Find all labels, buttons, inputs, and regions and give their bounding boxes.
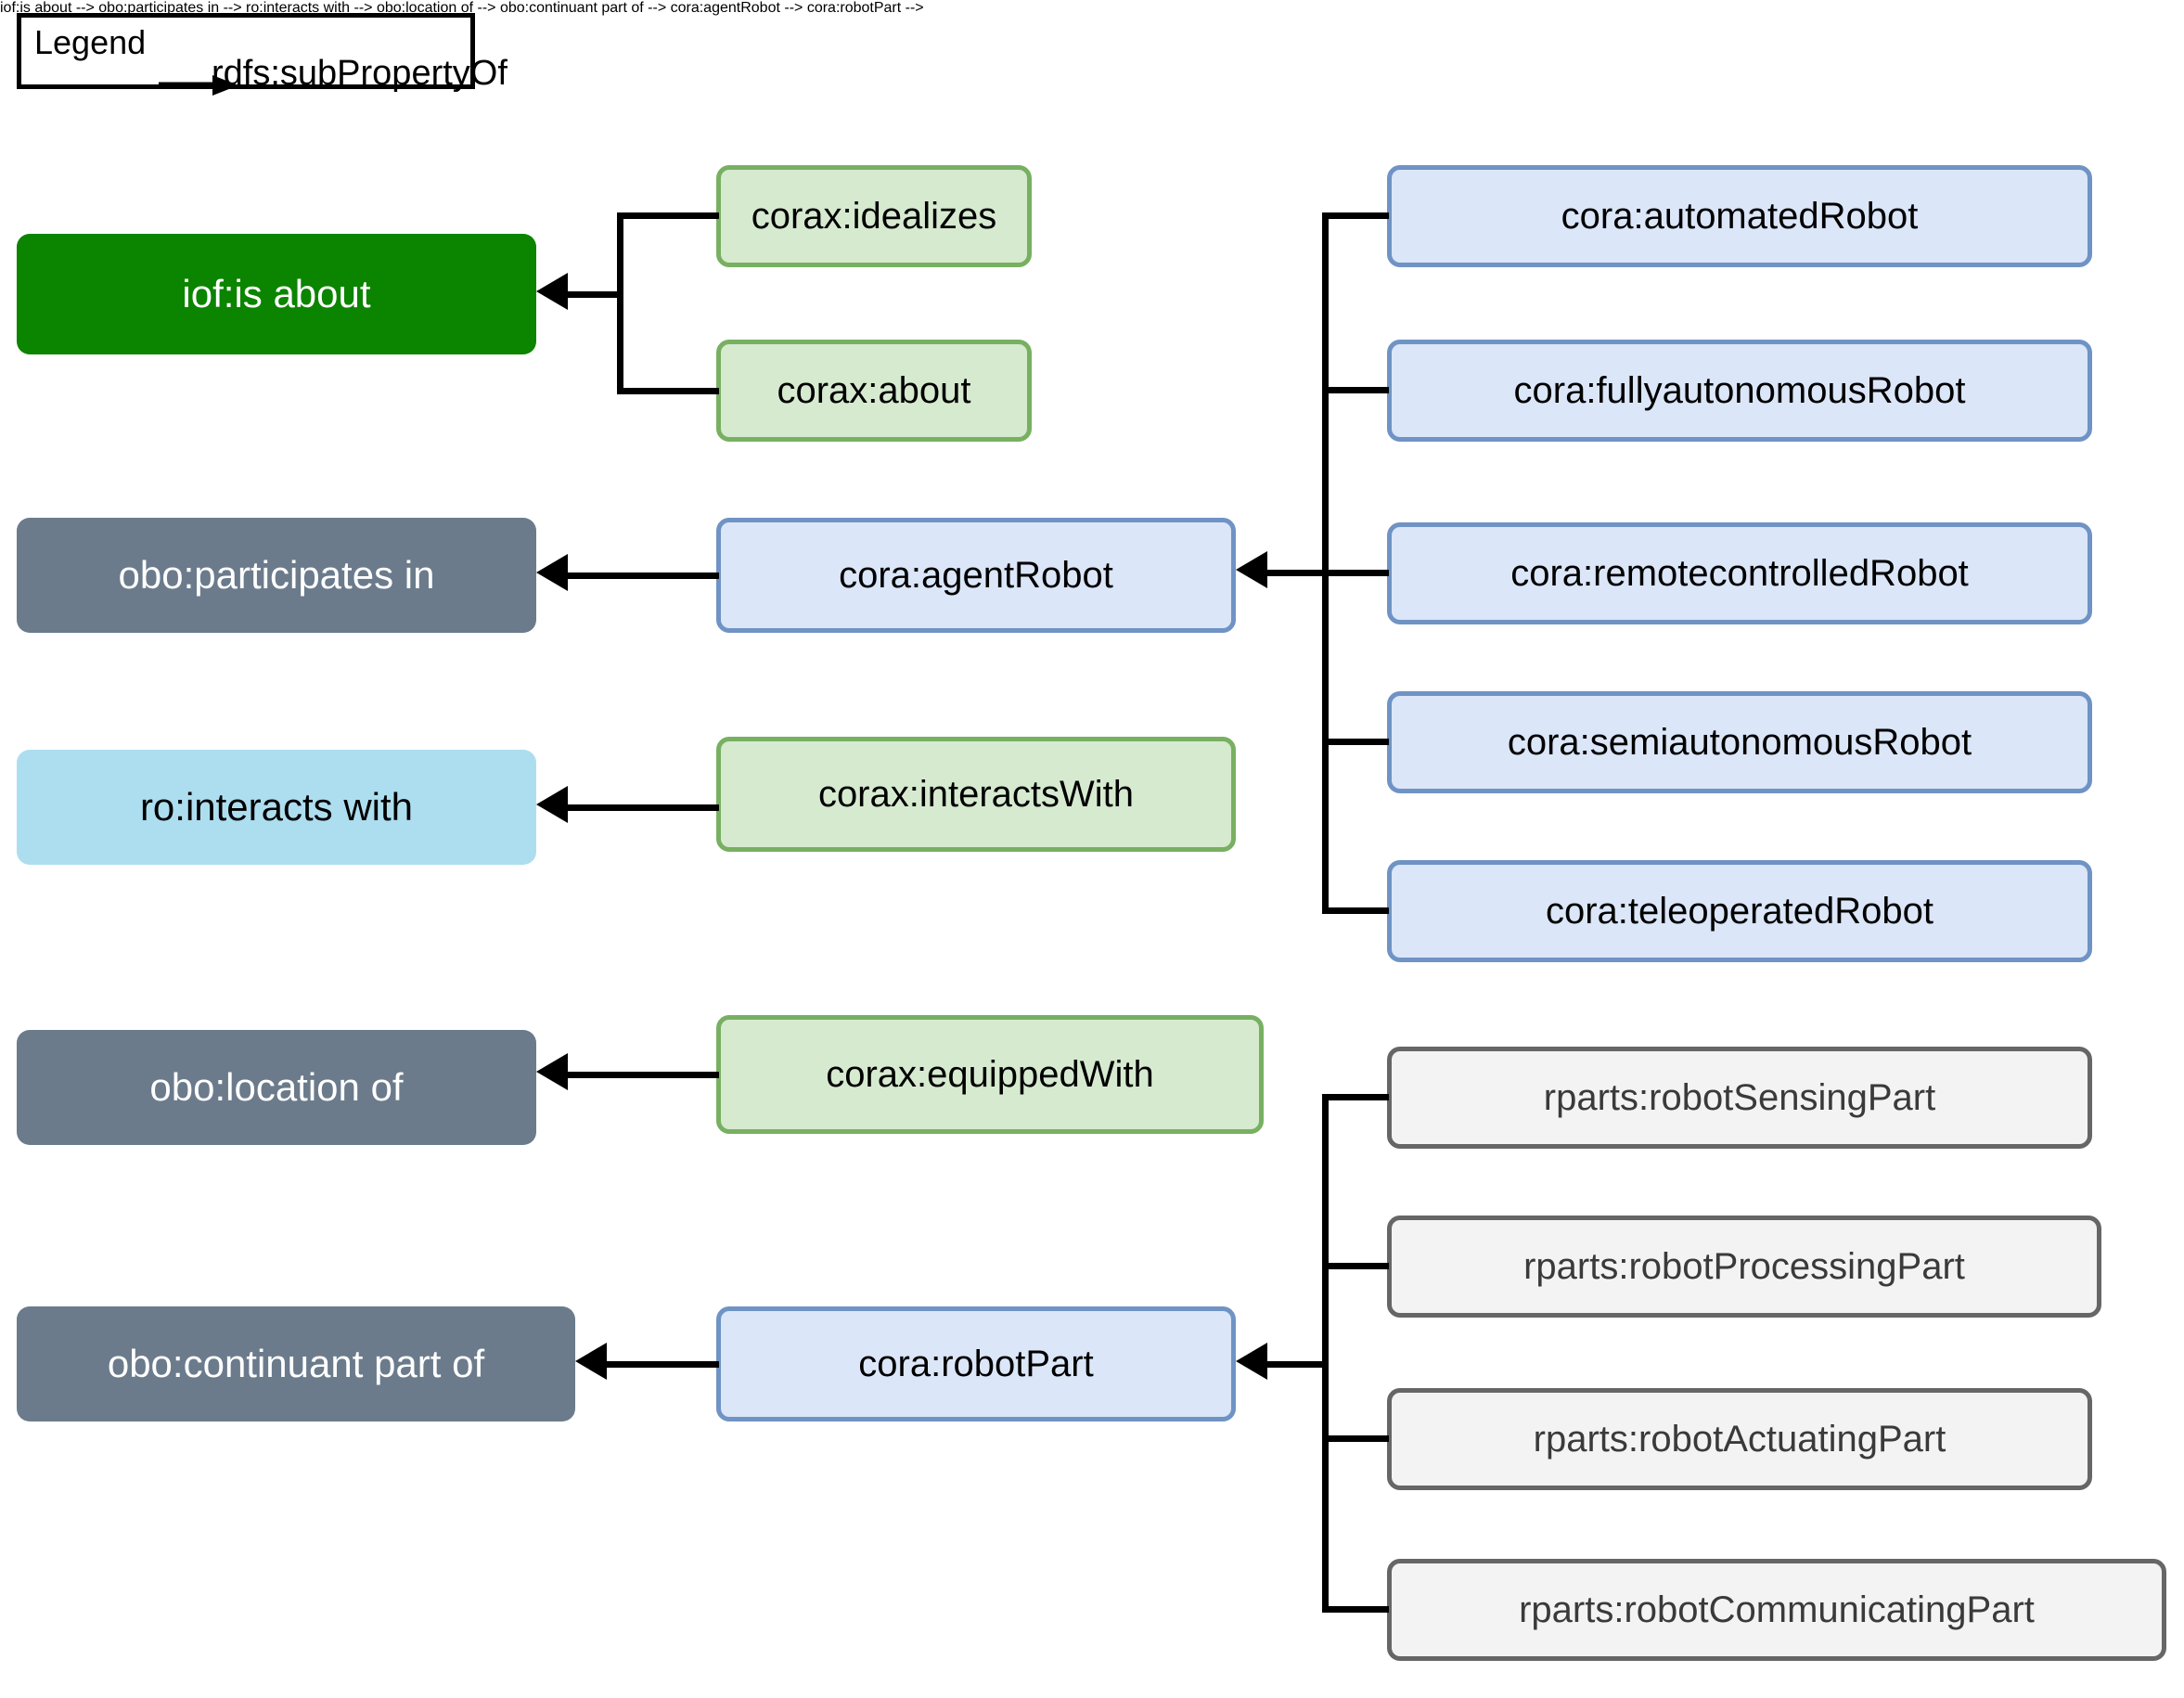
node-obo-continuant-part-of[interactable]: obo:continuant part of	[17, 1306, 575, 1421]
edge-agentrobot-to-participates	[568, 572, 719, 579]
node-label: corax:idealizes	[751, 196, 997, 237]
node-label: cora:teleoperatedRobot	[1545, 891, 1934, 932]
edge-parts-to-robotpart	[1267, 1361, 1325, 1368]
node-cora-fullyautonomousrobot[interactable]: cora:fullyautonomousRobot	[1387, 340, 2092, 442]
edge-about-spine	[617, 212, 623, 394]
edge-robot-parts-spine	[1322, 1094, 1329, 1613]
node-cora-automatedrobot[interactable]: cora:automatedRobot	[1387, 165, 2092, 267]
edge-robot-subclasses-spine	[1322, 212, 1329, 914]
node-cora-semiautonomousrobot[interactable]: cora:semiautonomousRobot	[1387, 691, 2092, 793]
legend-box: Legend rdfs:subPropertyOf	[17, 13, 507, 96]
edge-fullyautonomousrobot-stub	[1322, 387, 1389, 393]
arrowhead-ro-interacts-with	[536, 786, 568, 823]
node-label: rparts:robotCommunicatingPart	[1519, 1589, 2035, 1630]
arrowhead-obo-continuant-part-of	[575, 1343, 607, 1380]
node-label: rparts:robotActuatingPart	[1533, 1419, 1946, 1460]
edge-robotsensingpart-stub	[1322, 1094, 1389, 1100]
edge-robotprocessingpart-stub	[1322, 1263, 1389, 1269]
edge-teleoperatedrobot-stub	[1322, 907, 1389, 914]
node-label: corax:interactsWith	[817, 774, 1135, 815]
node-label: ro:interacts with	[139, 784, 414, 829]
arrowhead-obo-participates-in	[536, 554, 568, 591]
node-cora-teleoperatedrobot[interactable]: cora:teleoperatedRobot	[1387, 860, 2092, 962]
node-label: cora:automatedRobot	[1561, 196, 1919, 237]
node-cora-remotecontrolledrobot[interactable]: cora:remotecontrolledRobot	[1387, 522, 2092, 624]
edge-equippedwith-to-locationof	[568, 1072, 719, 1078]
edge-semiautonomousrobot-stub	[1322, 739, 1389, 745]
node-obo-location-of[interactable]: obo:location of	[17, 1030, 536, 1145]
node-cora-robotpart[interactable]: cora:robotPart	[716, 1306, 1236, 1421]
node-label: rparts:robotProcessingPart	[1523, 1246, 1965, 1287]
node-cora-agentrobot[interactable]: cora:agentRobot	[716, 518, 1236, 633]
node-label: obo:location of	[149, 1064, 404, 1109]
node-label: iof:is about	[182, 271, 371, 315]
node-label: rparts:robotSensingPart	[1543, 1077, 1936, 1118]
node-label: corax:equippedWith	[826, 1054, 1154, 1095]
arrowhead-obo-location-of	[536, 1053, 568, 1090]
node-obo-participates-in[interactable]: obo:participates in	[17, 518, 536, 633]
arrowhead-iof-is-about	[536, 273, 568, 310]
node-corax-interactswith[interactable]: corax:interactsWith	[716, 737, 1236, 852]
edge-robotactuatingpart-stub	[1322, 1435, 1389, 1442]
arrow-right-icon	[159, 75, 238, 96]
node-rparts-robotactuatingpart[interactable]: rparts:robotActuatingPart	[1387, 1388, 2092, 1490]
node-iof-is-about[interactable]: iof:is about	[17, 234, 536, 354]
node-label: cora:remotecontrolledRobot	[1510, 553, 1969, 594]
node-corax-about[interactable]: corax:about	[716, 340, 1032, 442]
node-corax-idealizes[interactable]: corax:idealizes	[716, 165, 1032, 267]
legend-title: Legend	[34, 23, 147, 61]
edge-interactswith-to-rointeracts	[568, 804, 719, 811]
node-rparts-robotsensingpart[interactable]: rparts:robotSensingPart	[1387, 1047, 2092, 1149]
node-rparts-robotcommunicatingpart[interactable]: rparts:robotCommunicatingPart	[1387, 1559, 2166, 1661]
node-label: cora:fullyautonomousRobot	[1513, 370, 1966, 411]
arrowhead-cora-robotpart	[1236, 1343, 1267, 1380]
edge-robotpart-to-continuantpartof	[607, 1361, 719, 1368]
edge-robotcommunicatingpart-stub	[1322, 1606, 1389, 1613]
node-label: corax:about	[777, 370, 971, 411]
node-rparts-robotprocessingpart[interactable]: rparts:robotProcessingPart	[1387, 1216, 2101, 1318]
edge-idealizes-stub	[617, 212, 719, 219]
arrowhead-cora-agentrobot	[1236, 551, 1267, 588]
legend-relation-label: rdfs:subPropertyOf	[212, 54, 507, 93]
node-label: obo:participates in	[118, 552, 435, 597]
node-label: obo:continuant part of	[107, 1341, 485, 1385]
node-corax-equippedwith[interactable]: corax:equippedWith	[716, 1015, 1264, 1134]
node-ro-interacts-with[interactable]: ro:interacts with	[17, 750, 536, 865]
node-label: cora:robotPart	[858, 1344, 1094, 1384]
node-label: cora:semiautonomousRobot	[1507, 722, 1972, 763]
edge-remotecontrolledrobot-stub	[1322, 570, 1389, 576]
edge-robots-to-agentrobot	[1267, 570, 1325, 576]
edge-about-stub	[617, 388, 719, 394]
edge-automatedrobot-stub	[1322, 212, 1389, 219]
edge-to-iof-is-about	[568, 291, 623, 298]
node-label: cora:agentRobot	[839, 555, 1113, 596]
